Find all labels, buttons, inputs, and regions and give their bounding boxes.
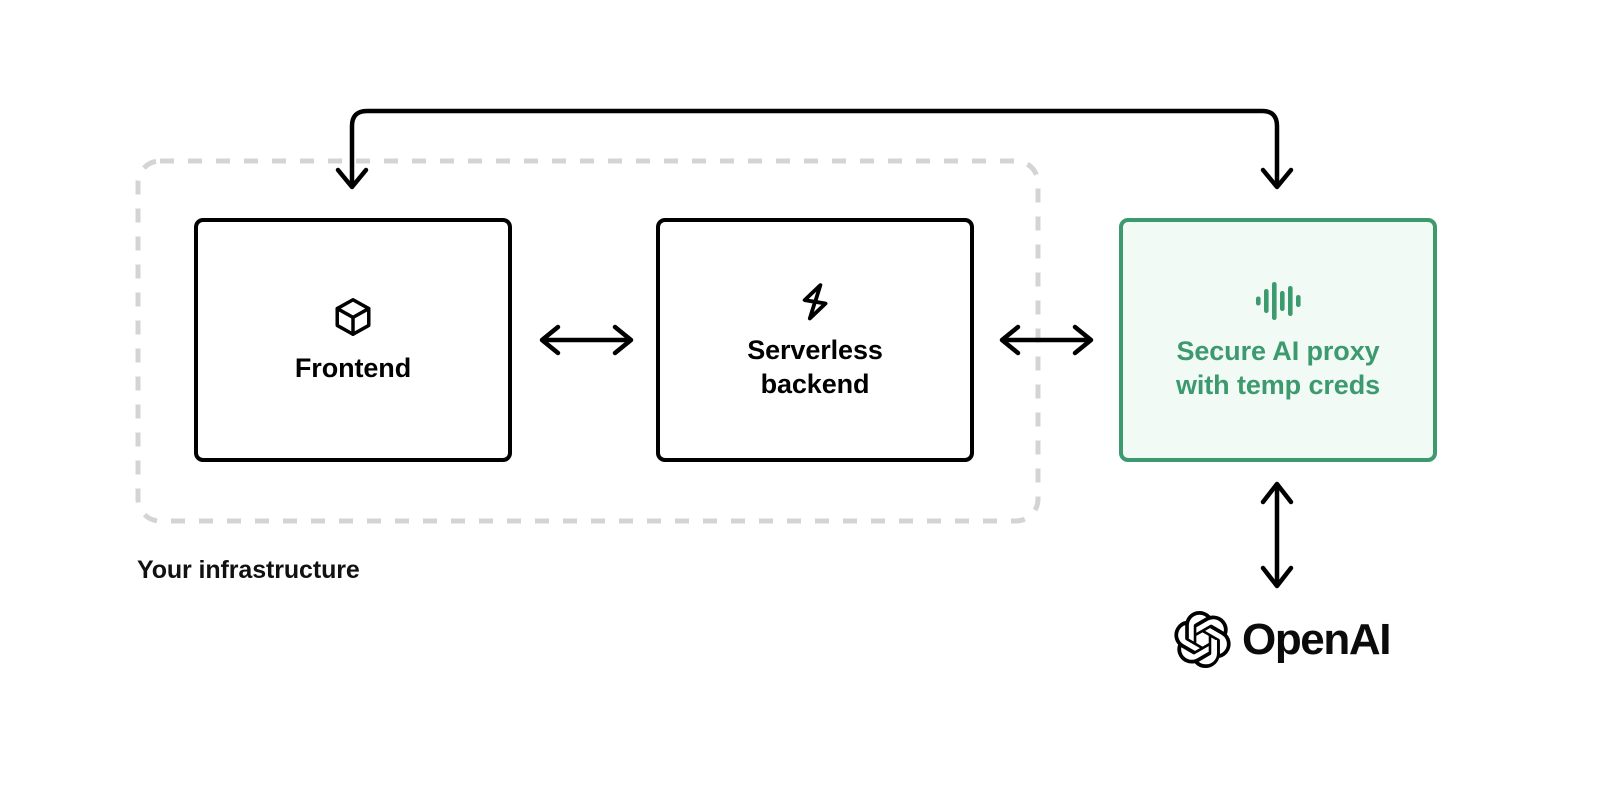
arrow-backend-proxy-head-right — [1072, 324, 1094, 356]
openai-wordmark: OpenAI — [1242, 614, 1391, 664]
arrow-backend-proxy-head-left — [999, 324, 1021, 356]
arrow-proxy-openai-head-up — [1260, 481, 1294, 505]
node-frontend[interactable]: Frontend — [194, 218, 512, 462]
lightning-bolt-icon — [792, 279, 838, 325]
cube-icon — [331, 295, 375, 339]
bracket-connector-path — [349, 108, 1280, 185]
node-serverless-backend[interactable]: Serverless backend — [656, 218, 974, 462]
arrow-proxy-openai-head-down — [1260, 565, 1294, 589]
node-secure-ai-proxy[interactable]: Secure AI proxy with temp creds — [1119, 218, 1437, 462]
node-secure-ai-proxy-label: Secure AI proxy with temp creds — [1175, 336, 1381, 400]
openai-brand-lockup: OpenAI — [1174, 611, 1391, 669]
audio-waveform-icon — [1252, 278, 1304, 324]
group-caption-your-infrastructure: Your infrastructure — [137, 556, 360, 584]
openai-blossom-icon — [1174, 611, 1231, 669]
arrow-frontend-backend-head-right — [612, 324, 634, 356]
node-serverless-backend-label: Serverless backend — [747, 335, 883, 399]
node-frontend-label: Frontend — [294, 352, 412, 383]
bracket-arrowhead-left — [335, 167, 369, 190]
bracket-arrowhead-right — [1260, 167, 1294, 190]
arrow-frontend-backend-head-left — [539, 324, 561, 356]
